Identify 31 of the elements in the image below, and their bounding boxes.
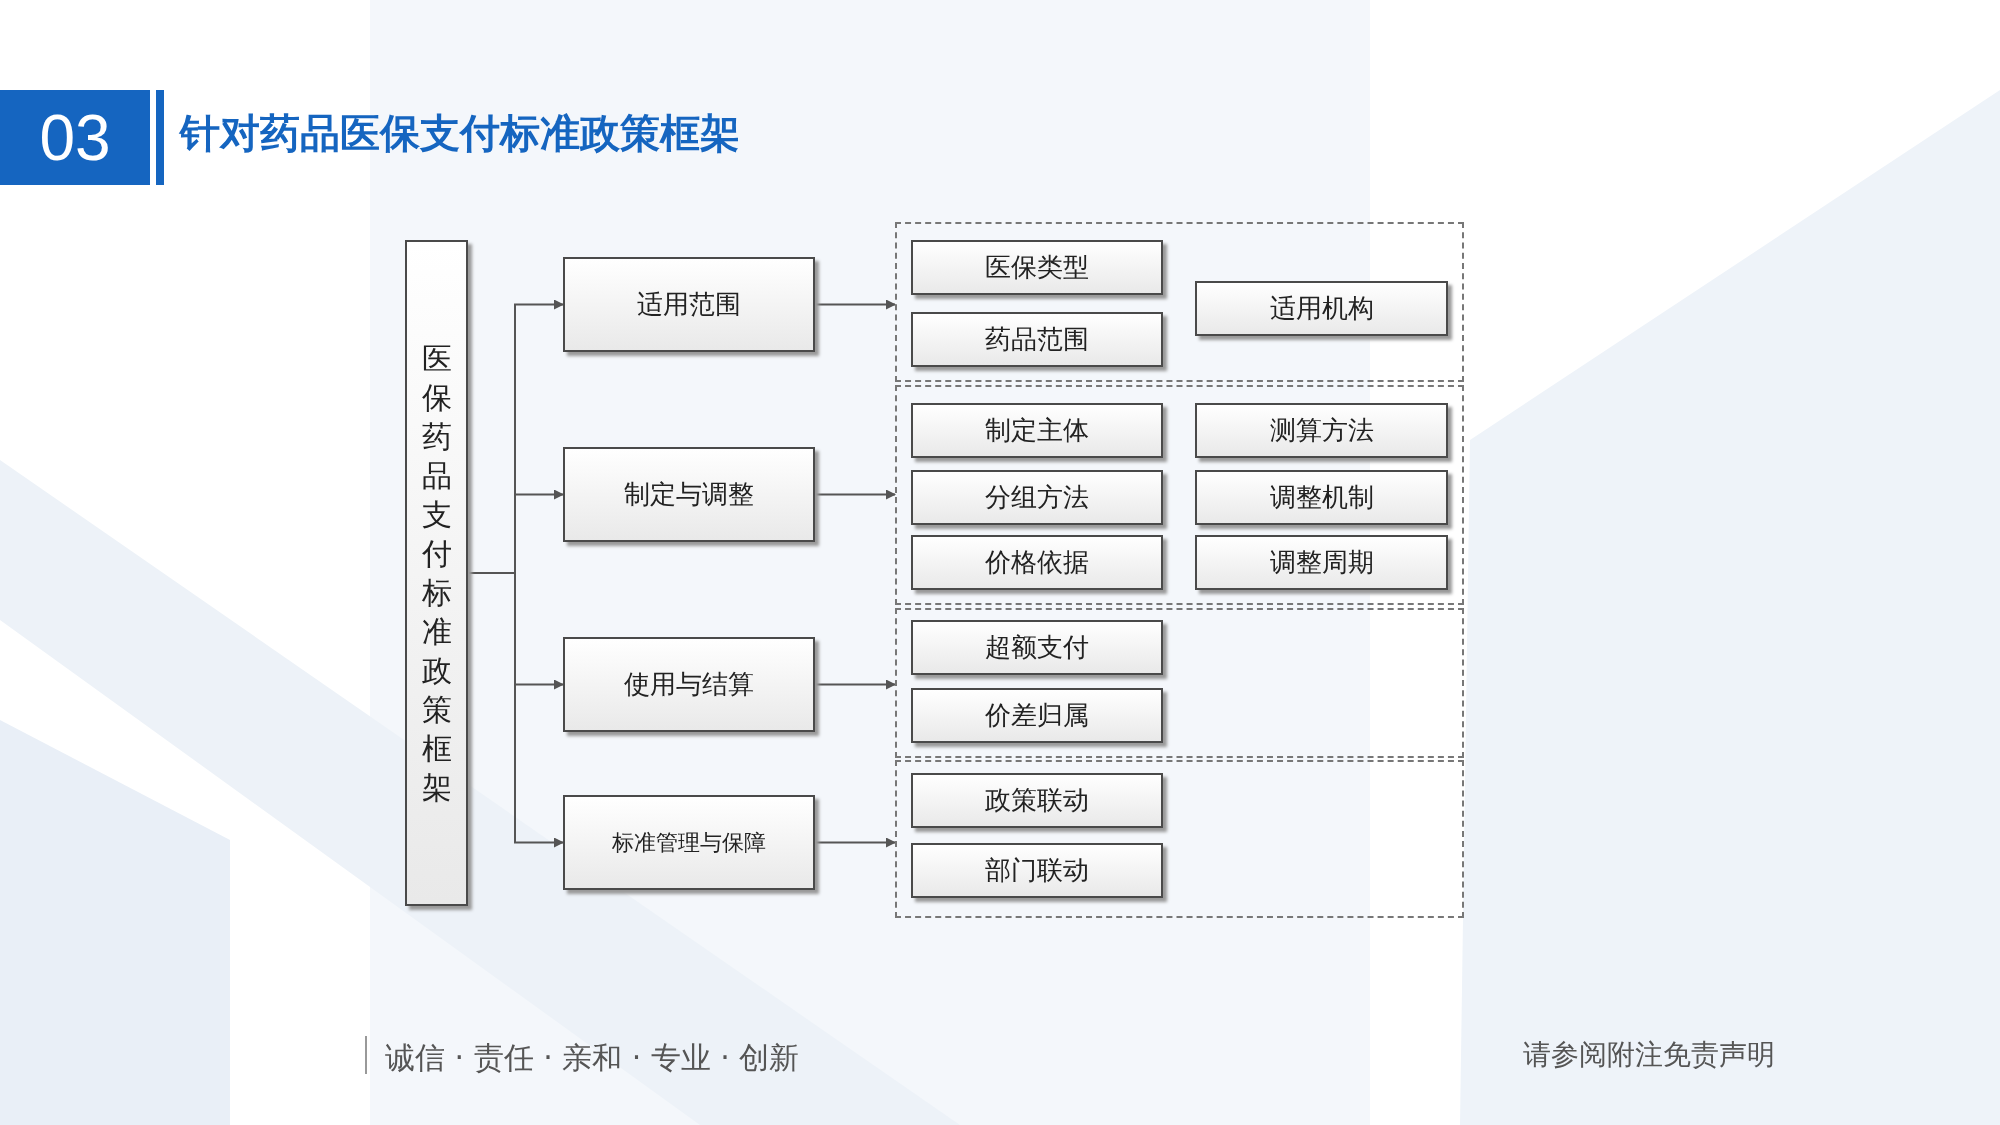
arrow	[467, 572, 564, 848]
process-box: 价格依据	[911, 535, 1163, 590]
process-box: 医保药品支付标准政策框架	[405, 240, 468, 906]
arrow	[814, 299, 896, 310]
process-box: 标准管理与保障	[563, 795, 815, 890]
disclaimer-note: 请参阅附注免责声明	[1523, 1037, 1775, 1073]
process-box: 调整机制	[1195, 470, 1448, 525]
slide-title: 针对药品医保支付标准政策框架	[180, 109, 740, 158]
process-box: 测算方法	[1195, 403, 1448, 458]
section-number: 03	[0, 90, 150, 185]
process-box: 制定主体	[911, 403, 1163, 458]
arrow	[814, 489, 896, 500]
arrow	[814, 679, 896, 690]
process-box: 超额支付	[911, 620, 1163, 675]
process-box: 部门联动	[911, 843, 1163, 898]
process-box: 政策联动	[911, 773, 1163, 828]
slogan-text: 诚信 · 责任 · 亲和 · 专业 · 创新	[385, 1039, 800, 1077]
arrow	[814, 837, 896, 848]
process-box: 价差归属	[911, 688, 1163, 743]
dashed-group-frame	[895, 385, 1464, 605]
dashed-group-frame	[895, 760, 1464, 918]
process-box: 使用与结算	[563, 637, 815, 732]
process-box: 药品范围	[911, 312, 1163, 367]
process-box: 分组方法	[911, 470, 1163, 525]
dashed-group-frame	[895, 608, 1464, 758]
process-box: 适用机构	[1195, 281, 1448, 336]
process-box: 医保类型	[911, 240, 1163, 295]
process-box: 调整周期	[1195, 535, 1448, 590]
process-box: 制定与调整	[563, 447, 815, 542]
dashed-group-frame	[895, 222, 1464, 382]
process-box: 适用范围	[563, 257, 815, 352]
